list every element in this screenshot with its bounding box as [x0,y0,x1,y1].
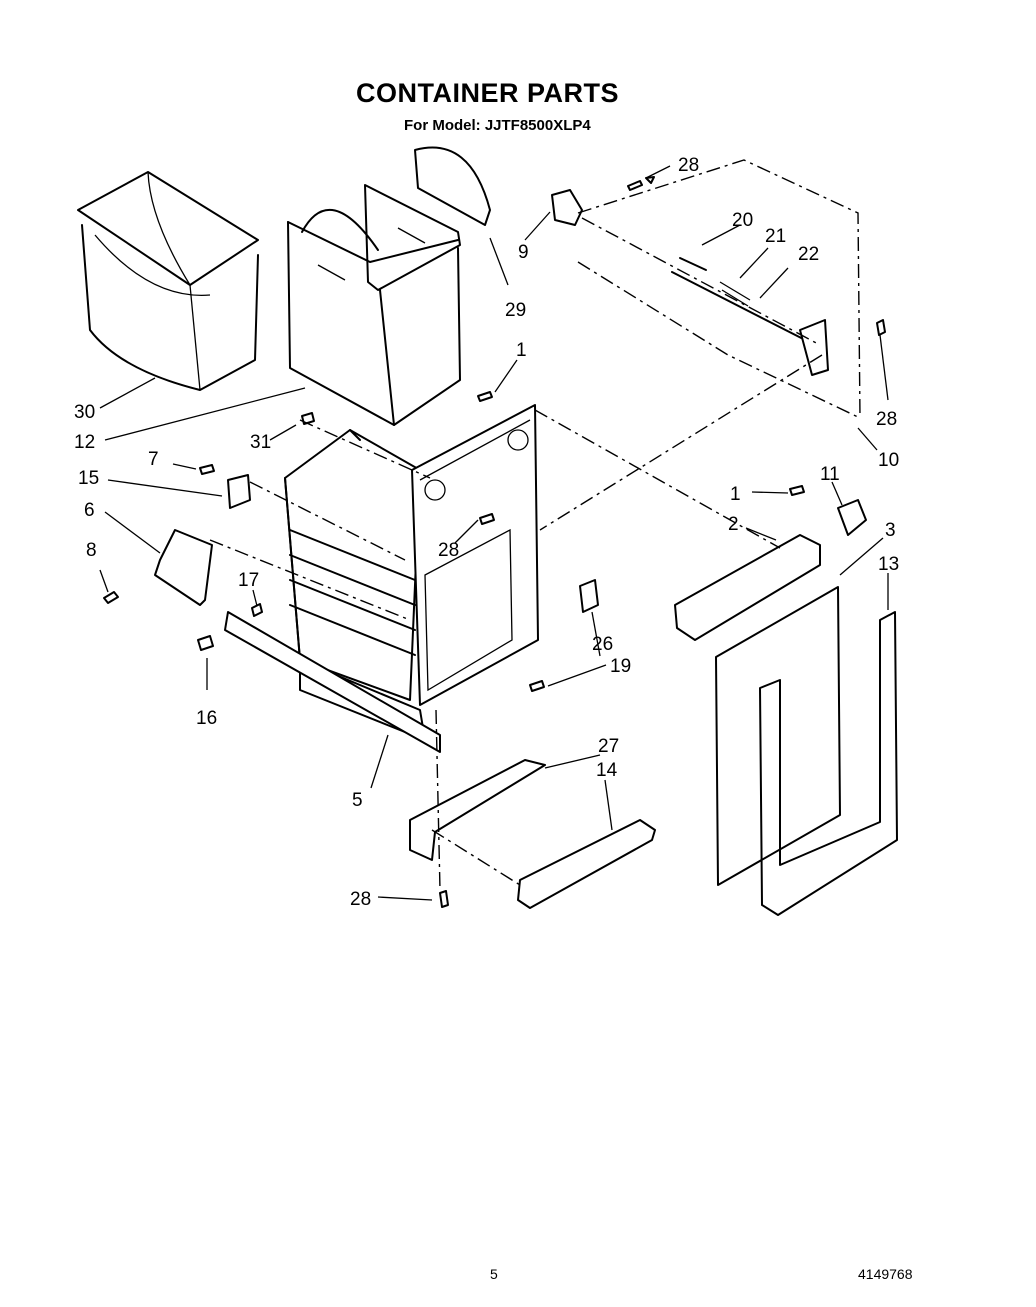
page-title: CONTAINER PARTS [356,78,619,108]
page-number: 5 [490,1266,498,1282]
part-12-divider [287,184,461,426]
leader-lines [99,165,889,901]
model-subtitle: For Model: JJTF8500XLP4 [404,117,591,134]
callout-labels: 28 9 29 20 21 22 28 10 1 30 12 31 7 15 6… [74,155,899,910]
callout-9: 9 [518,242,529,263]
callout-28: 28 [350,889,371,910]
callout-28: 28 [678,155,699,176]
callout-20: 20 [732,210,753,231]
part-5-rail [224,611,441,753]
callout-22: 22 [798,244,819,265]
callout-16: 16 [196,708,217,729]
callout-31: 31 [250,432,271,453]
callout-10: 10 [878,450,899,471]
callout-29: 29 [505,300,526,321]
callout-28: 28 [876,409,897,430]
document-code: 4149768 [858,1266,913,1282]
part-13-frame [759,611,898,916]
screws [103,180,886,908]
callout-1: 1 [730,484,741,505]
callout-2: 2 [728,514,739,535]
callout-8: 8 [86,540,97,561]
part-3-panel [715,586,841,886]
callout-27: 27 [598,736,619,757]
callout-19: 19 [610,656,631,677]
part-6-bracket [154,529,213,606]
part-26-clip [579,579,599,613]
callout-15: 15 [78,468,99,489]
container-body [284,404,539,741]
callout-6: 6 [84,500,95,521]
part-29-lid [414,146,491,226]
callout-14: 14 [596,760,618,781]
callout-7: 7 [148,449,159,470]
part-20-22-rod [671,257,829,376]
callout-3: 3 [885,520,896,541]
part-14-drawer [409,759,656,909]
assembly-lines [209,159,861,891]
callout-11: 11 [820,464,840,485]
part-2-bar [674,534,821,641]
callout-26: 26 [592,634,613,655]
callout-5: 5 [352,790,363,811]
part-15-latch [227,474,251,509]
callout-12: 12 [74,432,95,453]
part-9-hinge [551,189,583,226]
part-11-clip [837,499,867,536]
callout-21: 21 [765,226,786,247]
callout-28: 28 [438,540,459,561]
callout-17: 17 [238,570,259,591]
callout-13: 13 [878,554,899,575]
part-30-bag [77,171,259,391]
callout-30: 30 [74,402,95,423]
callout-1: 1 [516,340,527,361]
